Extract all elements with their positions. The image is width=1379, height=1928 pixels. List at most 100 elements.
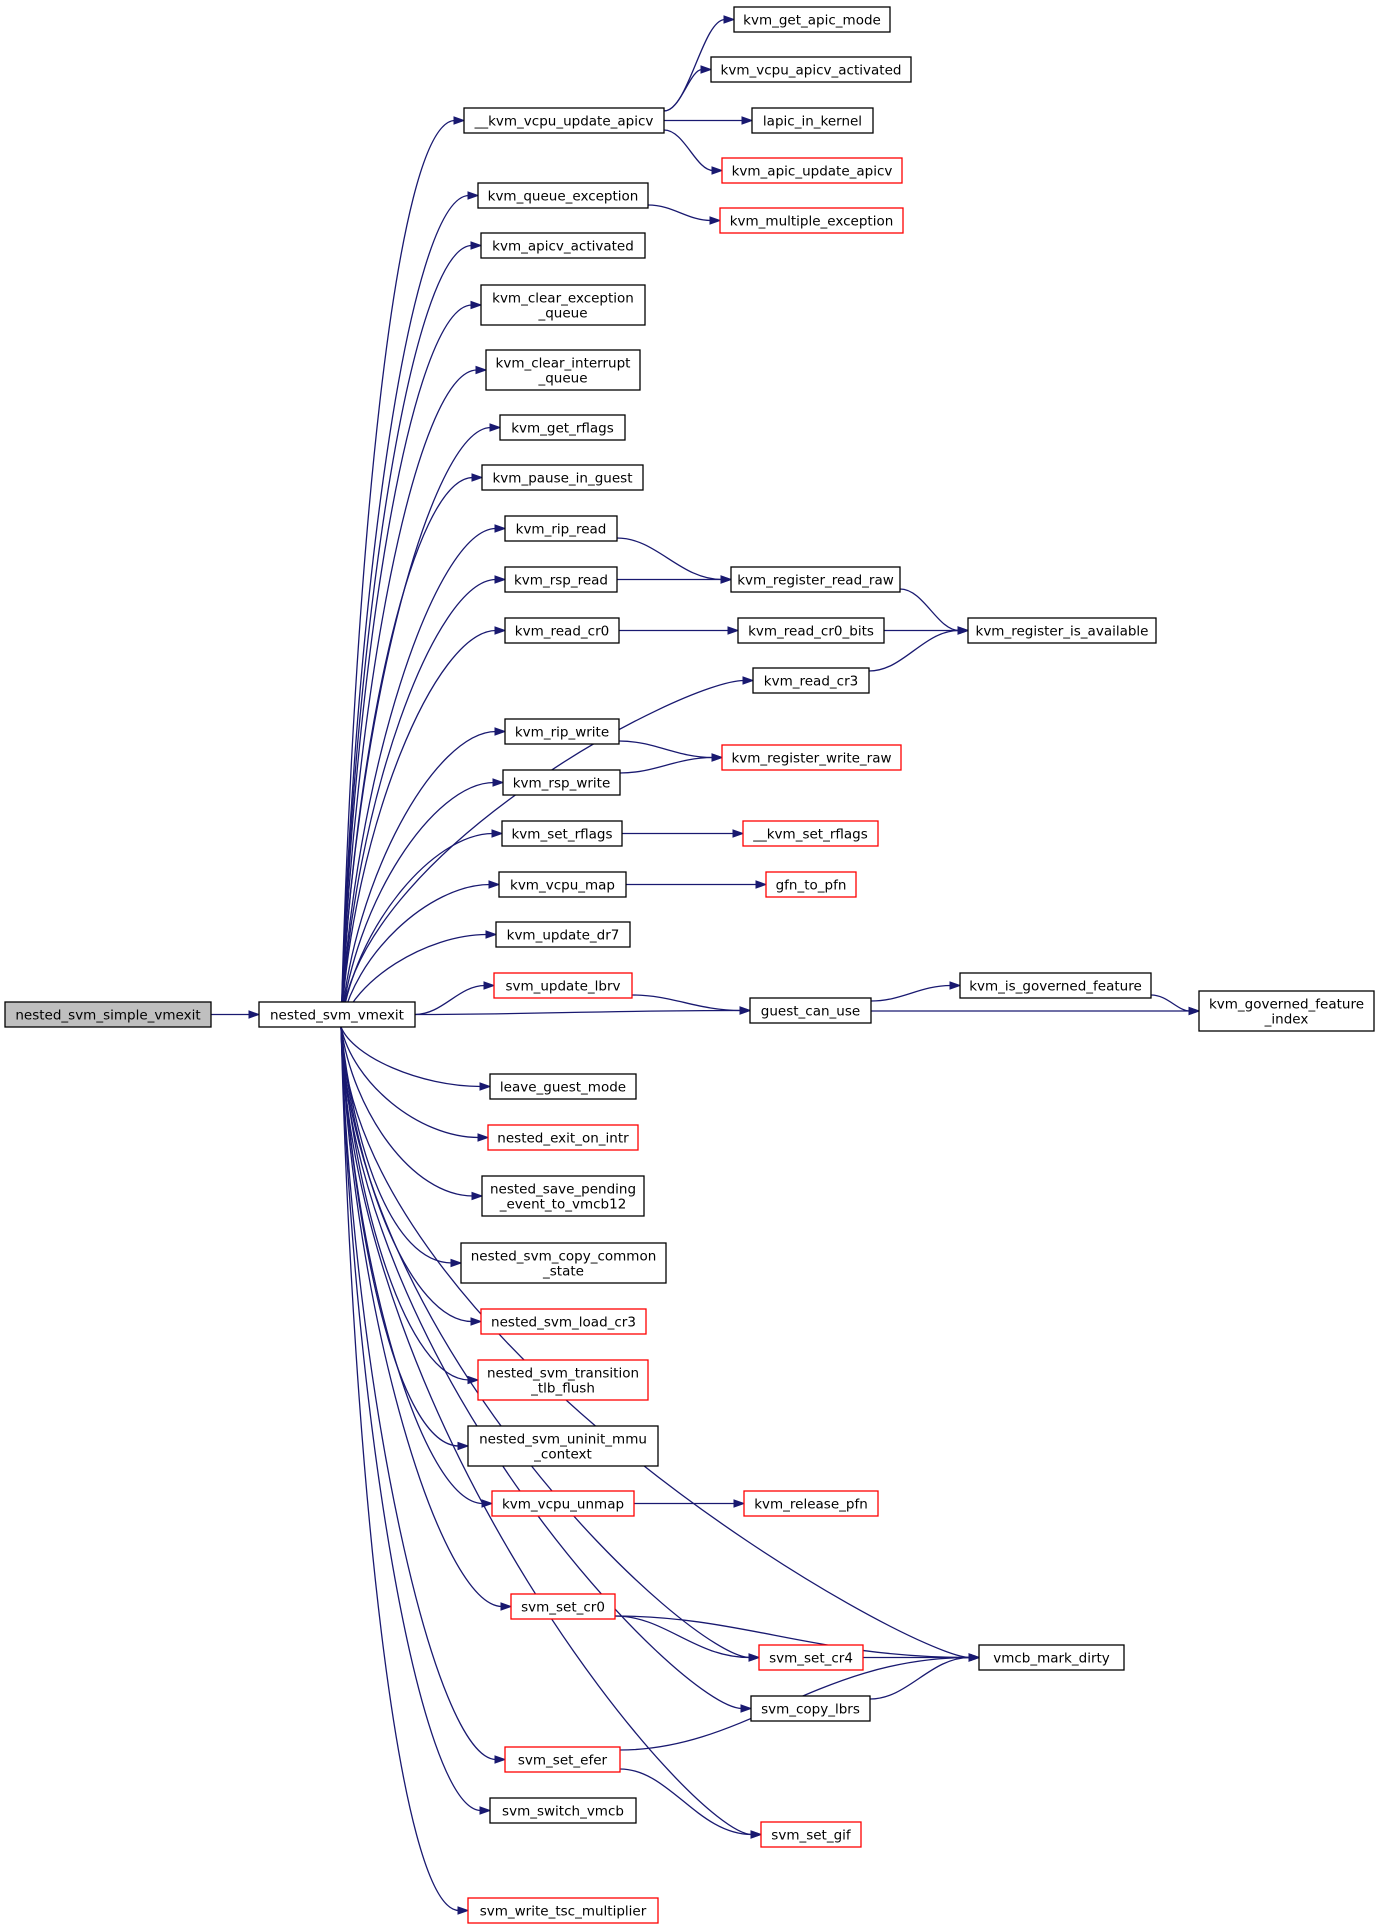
node-rsp-read[interactable]: kvm_rsp_read [504,566,618,593]
edge-line [340,304,473,1028]
edge-vmexit-to-switch [340,1026,492,1815]
node-root[interactable]: nested_svm_simple_vmexit [4,1001,212,1028]
edge-arrowhead [471,1191,484,1201]
node-label: kvm_is_governed_feature [969,979,1142,995]
node-guest-can[interactable]: guest_can_use [749,997,872,1024]
node-vmexit[interactable]: nested_svm_vmexit [258,1001,416,1028]
nodes-layer: nested_svm_simple_vmexit nested_svm_vmexi… [4,6,1375,1924]
node-unmap[interactable]: kvm_vcpu_unmap [491,1490,635,1517]
node-is-gov[interactable]: kvm_is_governed_feature [959,972,1152,999]
node-get-rflags[interactable]: kvm_get_rflags [499,414,626,441]
node-box [487,1124,639,1151]
node-clear-int[interactable]: kvm_clear_interrupt_queue [485,349,641,391]
edge-arrowhead [492,778,505,787]
node-box [495,921,631,948]
edge-arrowhead [739,1006,752,1015]
edge-line [340,369,478,1028]
node-save-pend[interactable]: nested_save_pending_event_to_vmcb12 [481,1175,645,1217]
node-vcpu-map[interactable]: kvm_vcpu_map [498,871,627,898]
node-exit-intr[interactable]: nested_exit_on_intr [487,1124,639,1151]
node-box [1198,990,1375,1032]
edge-vcpu_map-to-gfn [626,880,768,889]
node-set-rflags[interactable]: kvm_set_rflags [501,820,623,847]
node-box [504,566,618,593]
node-lbrv[interactable]: svm_update_lbrv [493,972,633,999]
edge-arrowhead [467,191,480,200]
node-set-cr4[interactable]: svm_set_cr4 [758,1644,864,1671]
node-dirty[interactable]: vmcb_mark_dirty [978,1644,1125,1671]
edge-line [340,883,491,1028]
node-clear-exc[interactable]: kvm_clear_exception_queue [480,284,646,326]
node-reg-read-raw[interactable]: kvm_register_read_raw [730,566,901,593]
edge-arrowhead [457,1441,470,1451]
node-gov-idx[interactable]: kvm_governed_feature_index [1198,990,1375,1032]
node-lapic[interactable]: lapic_in_kernel [751,107,874,134]
node-label: svm_set_efer [518,1753,608,1769]
edge-line [340,832,494,1028]
node-mult-exc[interactable]: kvm_multiple_exception [719,207,904,234]
node-read-cr3[interactable]: kvm_read_cr3 [752,667,870,694]
node-leave[interactable]: leave_guest_mode [489,1073,637,1100]
node-label: kvm_read_cr0 [515,624,609,640]
edge-arrowhead [248,1010,261,1019]
edge-arrowhead [489,423,502,432]
node-copy-common[interactable]: nested_svm_copy_common_state [460,1242,667,1284]
node-apicv-act[interactable]: kvm_apicv_activated [480,232,646,259]
node-reg-avail[interactable]: kvm_register_is_available [967,617,1157,644]
node-box [501,820,623,847]
edge-unmap-to-release [633,1499,746,1508]
node-read-cr0-bits[interactable]: kvm_read_cr0_bits [737,617,885,644]
node-box [721,744,902,771]
node-get-apic-mode[interactable]: kvm_get_apic_mode [733,6,891,33]
edge-line [340,244,473,1028]
node-label: _index [1264,1012,1309,1028]
node-set-efer[interactable]: svm_set_efer [504,1746,621,1773]
edge-arrowhead [477,1133,490,1142]
node-set-gif[interactable]: svm_set_gif [760,1821,862,1848]
node-upd-apicv[interactable]: __kvm_vcpu_update_apicv [463,107,665,134]
node-label: kvm_vcpu_map [510,878,615,894]
edge-line [870,984,952,1002]
edge-vmexit-to-apicv_act [340,241,483,1028]
node-dr7[interactable]: kvm_update_dr7 [495,921,631,948]
node--set-rflags[interactable]: __kvm_set_rflags [742,820,879,847]
edge-is_gov-to-gov_idx [1150,994,1201,1016]
node-box [743,1490,879,1517]
node-rip-read[interactable]: kvm_rip_read [504,515,618,542]
node-switch[interactable]: svm_switch_vmcb [489,1797,637,1824]
edge-line [868,629,960,672]
edge-arrowhead [453,116,466,125]
node-tlb[interactable]: nested_svm_transition_tlb_flush [477,1359,649,1401]
node-release[interactable]: kvm_release_pfn [743,1490,879,1517]
node-set-cr0[interactable]: svm_set_cr0 [510,1593,616,1620]
node-read-cr0[interactable]: kvm_read_cr0 [504,617,620,644]
node-uninit[interactable]: nested_svm_uninit_mmu_context [467,1425,659,1467]
edge-vmexit-to-tlb [340,1026,480,1385]
edge-arrowhead [470,241,483,250]
node-box [760,1821,862,1848]
edge-arrowhead [755,880,768,889]
node-label: vmcb_mark_dirty [993,1651,1110,1667]
node-box [467,1425,659,1467]
node-gfn[interactable]: gfn_to_pfn [765,871,857,898]
node-reg-write-raw[interactable]: kvm_register_write_raw [721,744,902,771]
node-load-cr3[interactable]: nested_svm_load_cr3 [480,1308,647,1335]
node-label: _queue [537,306,587,322]
node-pause[interactable]: kvm_pause_in_guest [481,464,644,491]
node-box [750,1695,871,1722]
node-apic-upd[interactable]: kvm_apic_update_apicv [721,157,903,184]
node-vcpu-apicv-act[interactable]: kvm_vcpu_apicv_activated [710,56,912,83]
node-label: nested_svm_copy_common [471,1249,657,1265]
node-queue-exc[interactable]: kvm_queue_exception [477,182,649,209]
edge-rsp_read-to-reg_read_raw [617,575,733,584]
edge-arrowhead [732,829,745,838]
node-box [751,107,874,134]
node-copy-lbrs[interactable]: svm_copy_lbrs [750,1695,871,1722]
node-rip-write[interactable]: kvm_rip_write [504,718,620,745]
edge-vmexit-to-tsc [340,1026,470,1915]
node-box [491,1490,635,1517]
edge-vmexit-to-rip_read [340,524,507,1028]
node-rsp-write[interactable]: kvm_rsp_write [502,769,621,796]
node-box [765,871,857,898]
node-tsc[interactable]: svm_write_tsc_multiplier [467,1897,659,1924]
